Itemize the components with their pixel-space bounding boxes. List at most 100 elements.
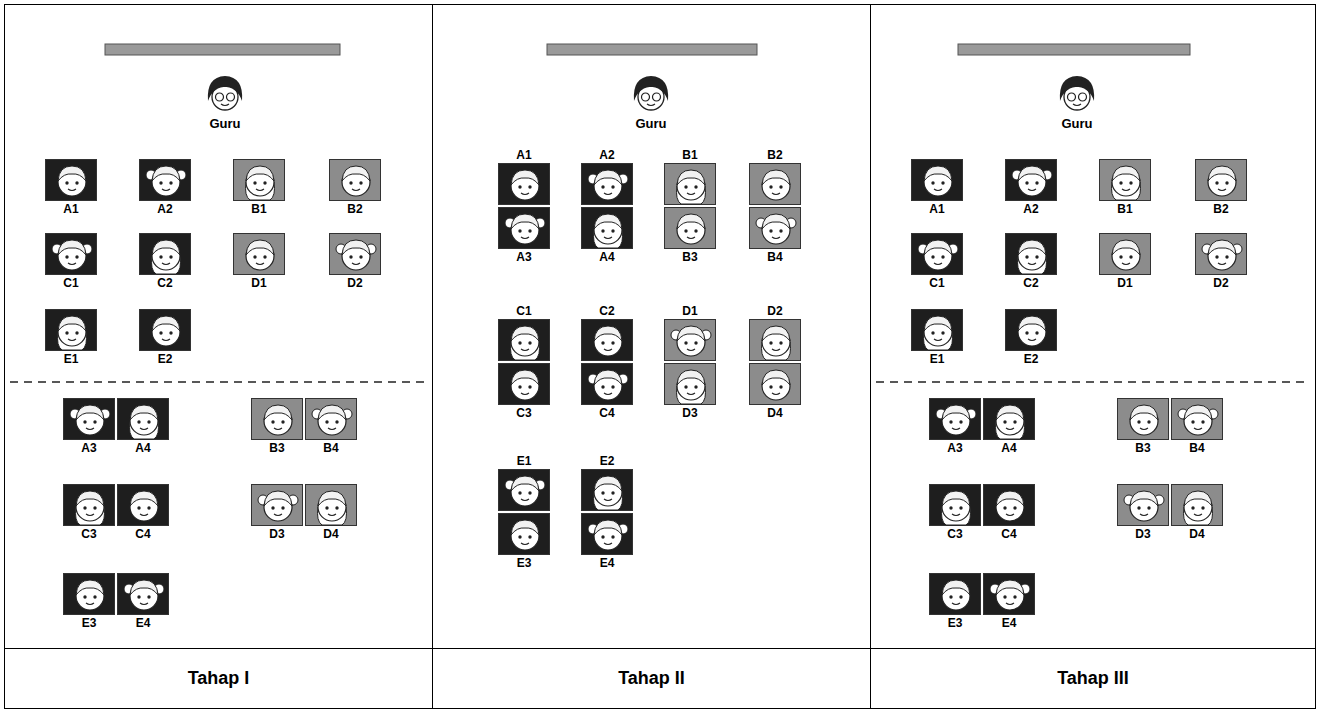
seat-label: A3 [498,249,550,265]
seat-label: A2 [139,201,191,217]
student-face [64,485,116,527]
desk-shape [983,398,1035,440]
seat-label: C4 [581,405,633,421]
desk-shape [63,573,115,615]
seat-label: B4 [749,249,801,265]
student-face [750,208,802,250]
desk-shape [983,484,1035,526]
desk-shape [581,319,633,361]
student-face [582,364,634,406]
seat-label: A1 [45,201,97,217]
student-desk: B2 [749,147,801,205]
student-desk: B4 [305,398,357,456]
student-face [118,574,170,616]
student-face [1006,160,1058,202]
student-desk: A1 [45,159,97,217]
student-face [912,234,964,276]
student-face [118,399,170,441]
student-desk: C1 [911,233,963,291]
desk-shape [117,484,169,526]
student-desk: B4 [1171,398,1223,456]
student-desk: C2 [139,233,191,291]
desk-shape [929,484,981,526]
student-face [330,160,382,202]
student-desk: A3 [929,398,981,456]
student-desk: B1 [664,147,716,205]
student-desk: B3 [251,398,303,456]
student-face [46,160,98,202]
student-desk: D3 [1117,484,1169,542]
desk-shape [1099,233,1151,275]
student-desk: E2 [581,453,633,511]
student-face [582,470,634,512]
seat-label: C2 [581,303,633,319]
desk-shape [664,163,716,205]
seat-label: E2 [1005,351,1057,367]
desk-shape [664,207,716,249]
student-desk: B3 [664,207,716,265]
student-desk: D1 [1099,233,1151,291]
desk-shape [139,159,191,201]
stage-title: Tahap III [1057,668,1129,689]
student-face [1118,485,1170,527]
student-desk: B3 [1117,398,1169,456]
student-face [499,164,551,206]
student-face [64,574,116,616]
seat-label: D1 [664,303,716,319]
student-face [984,574,1036,616]
desk-shape [1171,398,1223,440]
seat-label: D4 [305,526,357,542]
teacher-face [634,76,668,110]
student-desk: C3 [929,484,981,542]
seat-label: B2 [749,147,801,163]
desk-shape [581,207,633,249]
student-face [140,310,192,352]
seat-label: C4 [117,526,169,542]
seat-label: C3 [498,405,550,421]
teacher-label: Guru [633,116,669,131]
seat-label: A3 [63,440,115,456]
desk-shape [581,163,633,205]
student-desk: A4 [983,398,1035,456]
seat-label: E1 [498,453,550,469]
desk-shape [45,309,97,351]
student-face [499,514,551,556]
student-face [46,234,98,276]
desk-shape [983,573,1035,615]
student-desk: E1 [911,309,963,367]
seat-label: C1 [498,303,550,319]
desk-shape [45,233,97,275]
seat-label: B3 [664,249,716,265]
seat-label: D2 [329,275,381,291]
student-face [499,470,551,512]
stage-footer-cell: Tahap II [433,648,870,708]
seat-label: D1 [1099,275,1151,291]
student-desk: E4 [117,573,169,631]
seat-label: D3 [664,405,716,421]
stage-title: Tahap I [188,668,250,689]
student-desk: A2 [581,147,633,205]
desk-shape [664,363,716,405]
student-desk: A1 [498,147,550,205]
seat-label: A3 [929,440,981,456]
student-desk: E3 [929,573,981,631]
student-desk: C4 [983,484,1035,542]
desk-shape [1005,159,1057,201]
desk-shape [63,398,115,440]
seat-label: E3 [929,615,981,631]
desk-shape [498,319,550,361]
student-desk: E1 [498,453,550,511]
student-desk: E1 [45,309,97,367]
desk-shape [233,233,285,275]
desk-shape [581,513,633,555]
whiteboard [547,44,757,55]
student-face [665,364,717,406]
student-desk: C4 [117,484,169,542]
student-desk: A1 [911,159,963,217]
desk-shape [305,484,357,526]
stage-panel: Tahap IIA1A2B1B2A3A4B3B4C1C2D1D2C3C4D3D4… [432,4,871,709]
seat-label: B2 [329,201,381,217]
student-face [330,234,382,276]
student-desk: E4 [983,573,1035,631]
seat-label: D2 [749,303,801,319]
